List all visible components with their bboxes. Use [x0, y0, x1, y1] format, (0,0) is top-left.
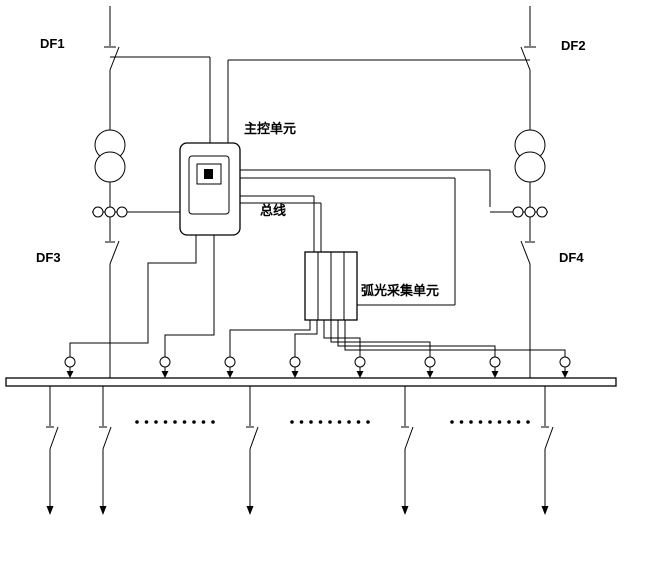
control-unit-display: [196, 163, 222, 185]
arc-sensor-icon: [559, 350, 571, 378]
arc-collector-unit: [304, 251, 358, 321]
label-df3: DF3: [36, 250, 61, 265]
label-df4: DF4: [559, 250, 584, 265]
ct-link-right: [240, 169, 491, 207]
outgoing-feeder: [99, 386, 112, 515]
ellipsis-dots: [135, 420, 215, 424]
label-df2: DF2: [561, 38, 586, 53]
outgoing-feeder: [46, 386, 59, 515]
top-links: [110, 56, 530, 143]
bus-link: [240, 195, 322, 252]
outgoing-feeder: [401, 386, 414, 515]
main-control-unit: [179, 142, 241, 236]
label-df1: DF1: [40, 36, 65, 51]
arc-sensor-icon: [64, 350, 76, 378]
breaker-df2-icon: [520, 46, 536, 71]
arc-sensor-icon: [489, 350, 501, 378]
incoming-feeder-left: [92, 6, 180, 378]
ellipsis-dots: [290, 420, 370, 424]
outgoing-feeders: [46, 386, 554, 515]
transformer-left-icon: [94, 129, 126, 183]
arc-sensor-icon: [424, 350, 436, 378]
busbar: [5, 377, 617, 387]
arc-sensor-icon: [159, 350, 171, 378]
incoming-feeder-right: [490, 6, 548, 378]
breaker-df1-icon: [104, 46, 120, 71]
arc-sensor-icon: [224, 350, 236, 378]
ct-right-icon: [490, 206, 548, 218]
outgoing-feeder: [246, 386, 259, 515]
outgoing-feeder: [541, 386, 554, 515]
transformer-right-icon: [514, 129, 546, 183]
label-main-control-unit: 主控单元: [244, 121, 296, 136]
label-bus-line: 总线: [260, 203, 286, 218]
ct-left-icon: [92, 206, 180, 218]
label-arc-collection-unit: 弧光采集单元: [361, 283, 439, 298]
ellipsis-dots: [450, 420, 530, 424]
arc-sensor-icon: [289, 350, 301, 378]
collector-link-right: [240, 177, 456, 306]
arc-sensors: [64, 350, 571, 378]
arc-sensor-icon: [354, 350, 366, 378]
breaker-df4-icon: [520, 240, 535, 265]
breaker-df3-icon: [105, 240, 120, 265]
